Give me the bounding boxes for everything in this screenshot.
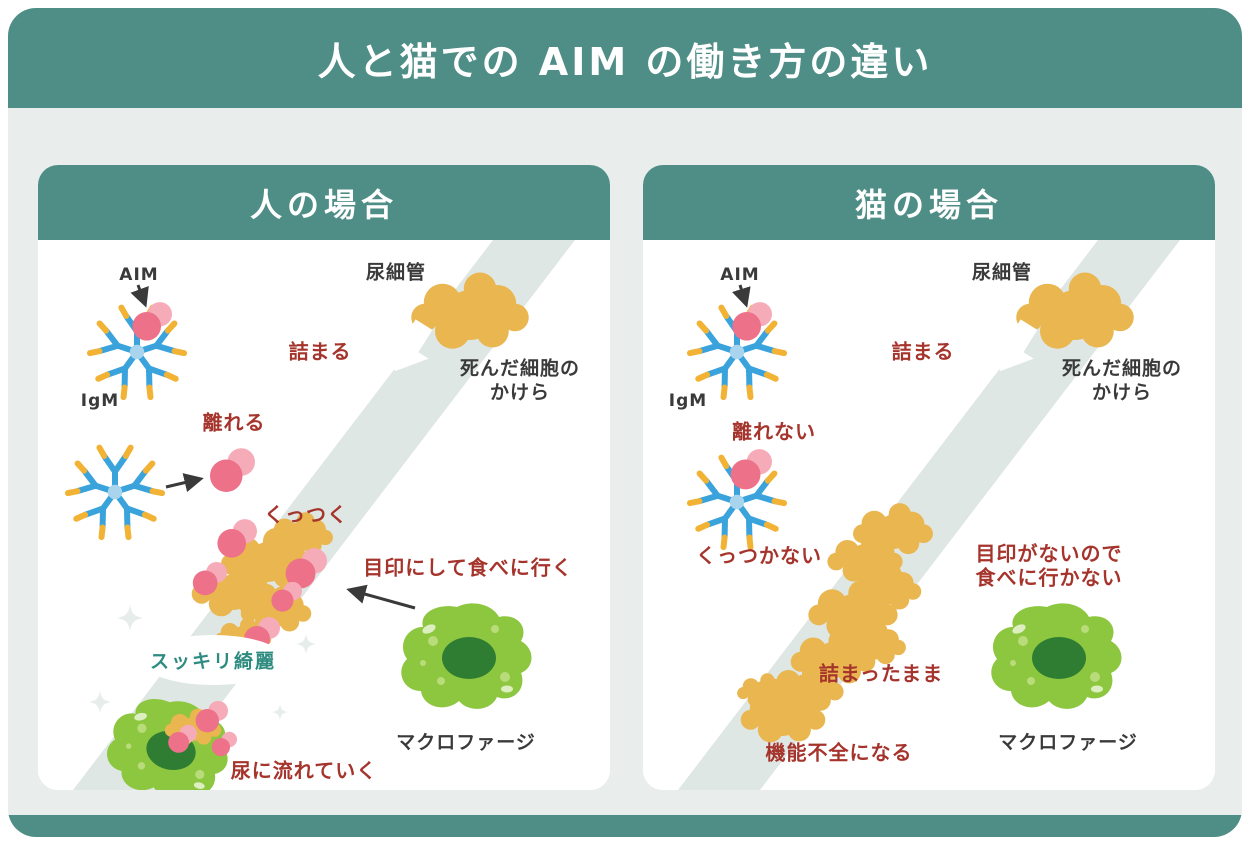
aim-pointer-arrow — [732, 284, 751, 308]
label-tubule: 尿細管 — [971, 261, 1033, 284]
panel-cat-body: AIM 尿細管 詰まる 死んだ細胞の かけら IgM 離れない くっつかない 目… — [643, 240, 1215, 790]
panel-human-header: 人の場合 — [38, 165, 610, 240]
label-tubule: 尿細管 — [365, 261, 427, 284]
sparkle-icon — [296, 634, 316, 654]
footer-band — [8, 815, 1242, 837]
sparkle-icon — [272, 704, 288, 720]
label-detach: 離れない — [732, 419, 816, 444]
page-title: 人と猫での AIM の働き方の違い — [317, 39, 933, 84]
label-igm: IgM — [80, 391, 120, 411]
label-detach: 離れる — [202, 410, 266, 435]
header-band: 人と猫での AIM の働き方の違い — [8, 8, 1242, 108]
infographic-frame: 人と猫での AIM の働き方の違い 人の場合 — [8, 8, 1242, 837]
panel-cat-title: 猫の場合 — [854, 185, 1003, 224]
label-aim: AIM — [720, 265, 760, 285]
label-macrophage-action-line2: 食べに行かない — [975, 565, 1123, 590]
label-clog: 詰まる — [288, 339, 352, 364]
label-macrophage-action-line1: 目印がないので — [975, 541, 1123, 566]
panel-human-title: 人の場合 — [249, 185, 398, 224]
cat-illustration — [678, 240, 1180, 790]
label-macrophage-action: 目印にして食べに行く — [363, 555, 573, 580]
label-outcome: 尿に流れていく — [230, 758, 378, 783]
aim-pointer-arrow — [130, 284, 149, 308]
label-macrophage: マクロファージ — [396, 731, 536, 754]
label-stuck: 詰まったまま — [818, 661, 944, 686]
label-clean: スッキリ綺麗 — [149, 650, 277, 673]
sparkle-icon — [88, 690, 112, 714]
label-outcome: 機能不全になる — [765, 740, 913, 765]
label-debris-line2: かけら — [1091, 381, 1153, 404]
human-illustration — [38, 240, 575, 790]
speech-bubble — [141, 635, 285, 685]
label-debris-line2: かけら — [489, 381, 551, 404]
label-igm: IgM — [668, 391, 708, 411]
panel-cat-header: 猫の場合 — [643, 165, 1215, 240]
label-clog: 詰まる — [891, 339, 955, 364]
label-stick: くっつく — [264, 502, 348, 527]
label-aim: AIM — [119, 265, 159, 285]
label-debris-line1: 死んだ細胞の — [1061, 357, 1183, 380]
panel-human-body: AIM 尿細管 詰まる 死んだ細胞の かけら IgM 離れる くっつく 目印にし… — [38, 240, 610, 790]
igm-antibody-icon — [68, 448, 162, 537]
panel-cat: 猫の場合 — [643, 165, 1215, 790]
label-stick: くっつかない — [696, 543, 822, 568]
macrophage-icon — [401, 603, 532, 709]
aim-protein-icon — [210, 448, 255, 492]
label-macrophage: マクロファージ — [998, 731, 1138, 754]
label-debris-line1: 死んだ細胞の — [459, 357, 581, 380]
panel-human: 人の場合 — [38, 165, 610, 790]
macrophage-target-arrow — [346, 584, 416, 610]
macrophage-icon — [991, 603, 1122, 709]
detach-arrow — [165, 473, 204, 493]
sparkle-icon — [117, 605, 143, 631]
